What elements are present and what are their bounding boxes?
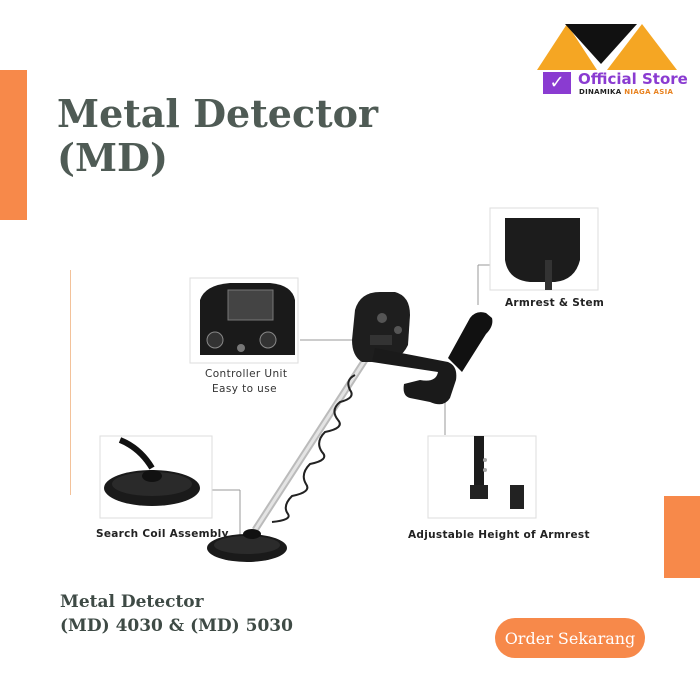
divider-line	[70, 270, 71, 495]
label-adjustable-height: Adjustable Height of Armrest	[408, 529, 590, 541]
title-line-1: Metal Detector	[57, 91, 378, 136]
check-badge-icon: ✓	[541, 70, 573, 96]
search-coil-panel	[99, 435, 213, 519]
product-subtitle: Metal Detector (MD) 4030 & (MD) 5030	[60, 590, 293, 638]
orange-accent-bar-right	[664, 496, 700, 578]
brand-name: Official Store	[578, 70, 688, 88]
label-controller-sub: Easy to use	[212, 383, 277, 395]
product-line-1: Metal Detector	[60, 592, 204, 612]
order-now-button[interactable]: Order Sekarang	[495, 618, 645, 658]
mountain-logo-icon	[537, 24, 677, 70]
product-line-2: (MD) 4030 & (MD) 5030	[60, 616, 293, 636]
controller-unit-panel	[189, 277, 299, 364]
label-search-coil: Search Coil Assembly	[96, 528, 229, 540]
armrest-stem-panel	[489, 207, 599, 291]
label-armrest-stem: Armrest & Stem	[505, 297, 605, 309]
brand-company-part1: DINAMIKA	[579, 88, 622, 96]
adjustable-height-panel	[427, 435, 537, 519]
metal-detector-image	[207, 292, 493, 562]
title-line-2: (MD)	[57, 135, 168, 180]
brand-company-part2: NIAGA ASIA	[624, 88, 674, 96]
brand-company: DINAMIKA NIAGA ASIA	[579, 88, 673, 96]
official-store-logo: ✓ Official Store DINAMIKA NIAGA ASIA	[537, 20, 688, 102]
label-controller-unit: Controller Unit	[205, 368, 288, 380]
orange-accent-bar-left	[0, 70, 27, 220]
page-title: Metal Detector (MD)	[57, 92, 378, 180]
